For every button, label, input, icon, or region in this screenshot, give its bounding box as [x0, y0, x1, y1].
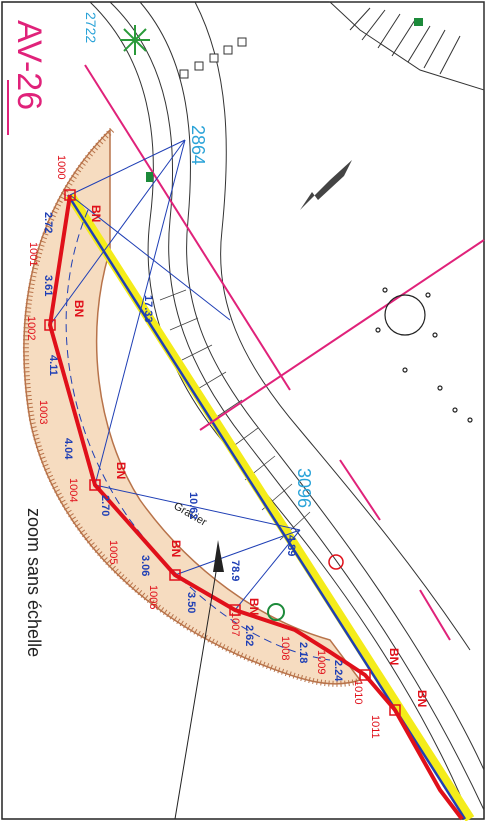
point-1001: 1001: [27, 242, 39, 266]
point-1006: 1006: [147, 585, 159, 609]
circle-features: [375, 287, 473, 423]
point-1009: 1009: [315, 650, 327, 674]
distance-1: 2.72: [42, 212, 54, 233]
diagonal-distance-4: 78.9: [229, 560, 241, 581]
bn-marker-1: BN: [89, 205, 103, 222]
distance-9: 2.18: [297, 642, 309, 663]
point-1002: 1002: [25, 316, 37, 340]
point-1003: 1003: [37, 400, 49, 424]
bn-marker-6: BN: [387, 648, 401, 665]
point-1005: 1005: [107, 540, 119, 564]
boundary-line: [47, 194, 464, 821]
distance-5: 2.70: [99, 495, 111, 516]
highlight-line: [65, 192, 475, 821]
red-circle-marker: [328, 554, 344, 570]
diagonal-distance-1: 17.33: [142, 295, 154, 323]
diagonal-distance-2: 10.62: [187, 492, 199, 520]
point-1004: 1004: [67, 478, 79, 502]
point-1000: 1000: [55, 155, 67, 179]
distance-3: 4.11: [47, 355, 59, 376]
green-marker-top: [414, 18, 423, 26]
bn-marker-2: BN: [72, 300, 86, 317]
point-1008: 1008: [279, 636, 291, 660]
north-arrow-icon: [300, 160, 352, 210]
parcel-number-1: 2722: [83, 12, 99, 43]
distance-10: 2.24: [332, 660, 344, 682]
arrow-head-icon: [213, 540, 224, 572]
zoom-note: zoom sans échelle: [24, 508, 44, 657]
building-top-right: [328, 1, 485, 91]
distance-2: 3.61: [42, 275, 54, 296]
parcel-number-3: 3096: [294, 468, 314, 508]
diagonal-distance-3: 4.89: [285, 535, 297, 556]
bn-marker-3: BN: [114, 462, 128, 479]
bn-marker-5: BN: [247, 598, 261, 615]
bn-marker-4: BN: [169, 540, 183, 557]
point-1010: 1010: [352, 680, 364, 704]
zoom-leader-line: [174, 559, 219, 820]
green-marker-road: [146, 172, 153, 182]
point-1011: 1011: [369, 715, 381, 739]
measurement-lines: [49, 139, 331, 661]
parcel-number-2: 2864: [188, 125, 208, 165]
plan-code: AV-26: [10, 20, 48, 110]
green-circle-marker: [267, 603, 285, 621]
fence-posts: [179, 37, 247, 79]
distance-8: 2.62: [243, 625, 255, 646]
distance-4: 4.04: [62, 438, 74, 460]
distance-7: 3.50: [185, 592, 197, 613]
distance-6: 3.06: [139, 555, 151, 576]
boundary-point-markers: [44, 189, 401, 716]
pink-reference-lines: [84, 64, 485, 641]
point-1007: 1007: [229, 612, 241, 636]
bn-marker-7: BN: [415, 690, 429, 707]
tree-icon: [120, 25, 150, 55]
